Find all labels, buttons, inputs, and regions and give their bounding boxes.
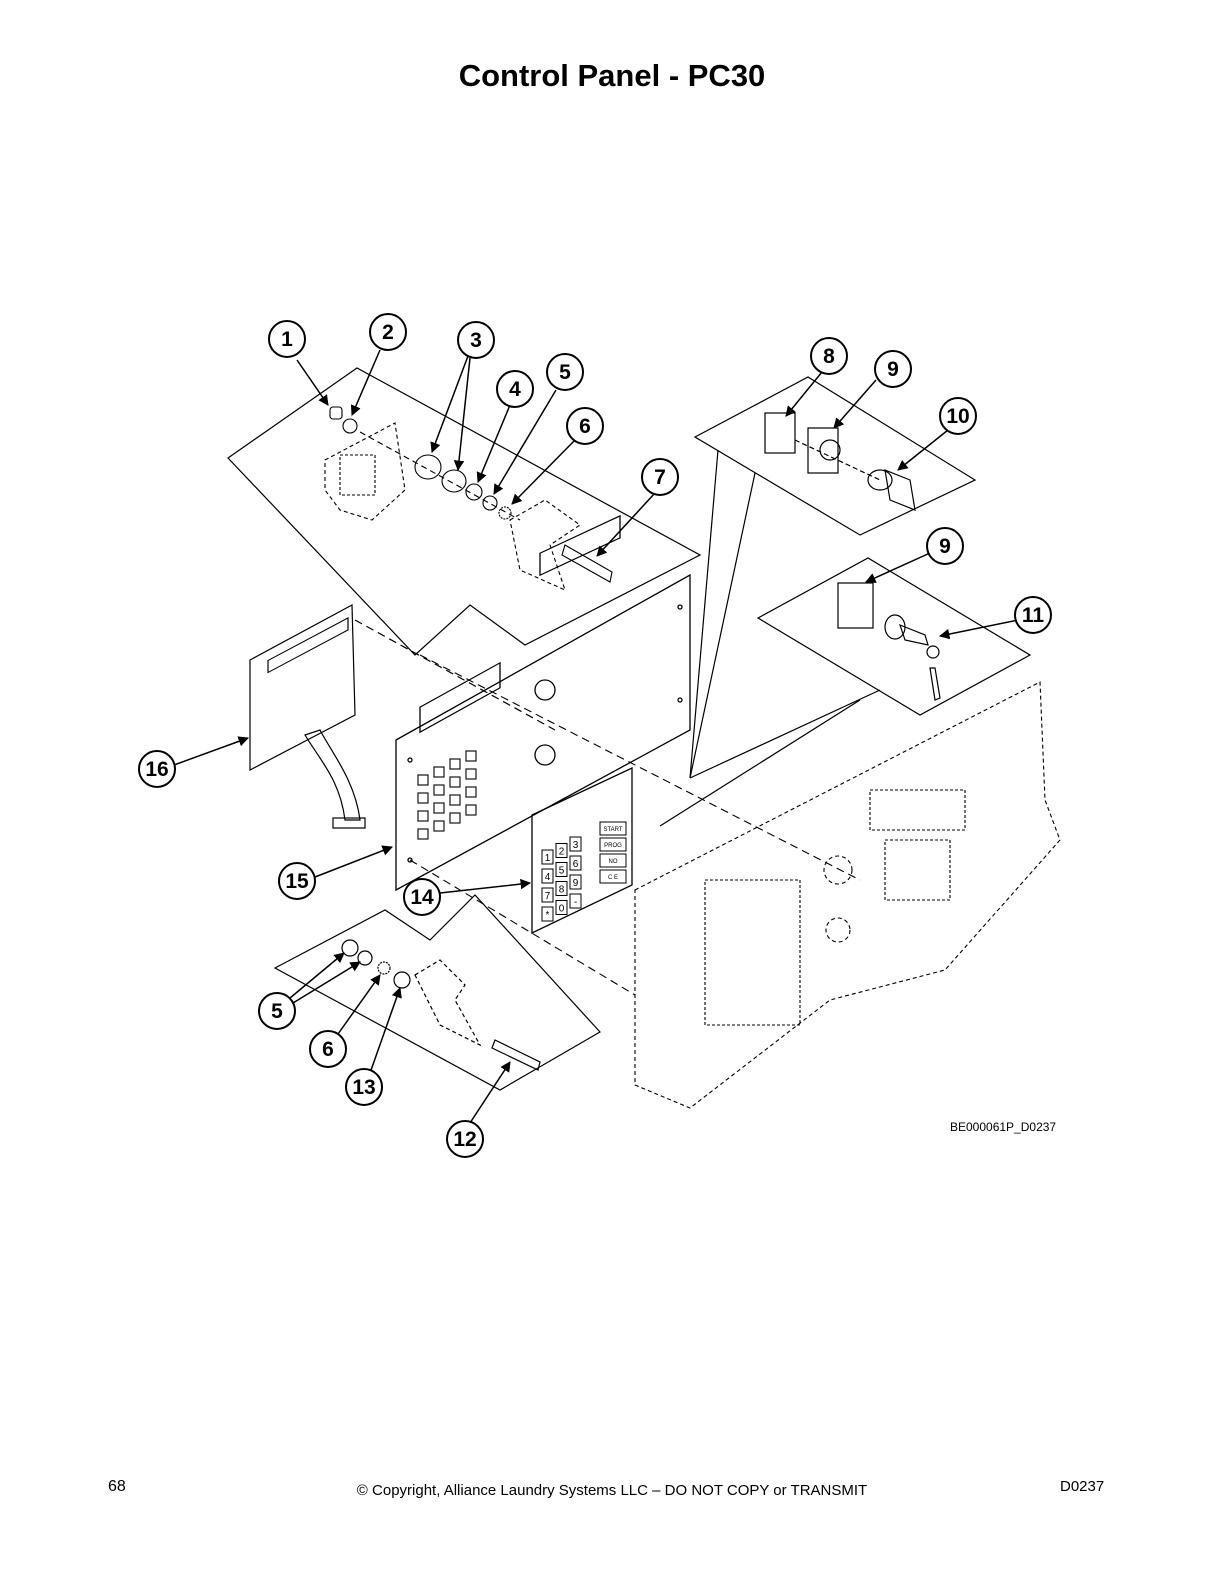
keypad-key-label: 4 [545,872,551,883]
keypad-key-label: 7 [545,891,551,902]
callout-number: 6 [322,1038,334,1061]
callout-number: 14 [410,886,434,909]
keypad-function-key [599,821,627,836]
keypad-key [569,874,582,890]
callout-circle [874,350,912,388]
callout-number: 15 [285,870,309,893]
keypad-function-key [599,869,627,884]
faceplate-button-holes [417,750,477,840]
callout-number: 7 [654,466,666,489]
cabinet-outline [409,654,1061,1109]
callout-number: 8 [823,345,835,368]
callout-circle [566,407,604,445]
callout-circle [446,1120,484,1158]
keypad-key [555,881,568,896]
callout-circle [268,320,306,358]
callout-circle [345,1068,383,1106]
callout-circle [546,353,584,391]
callout-circle [939,397,977,435]
footer-page-number: 68 [108,1478,126,1495]
page-title: Control Panel - PC30 [458,58,766,93]
lower-hardware-plane [273,894,601,1091]
keypad-key-label: 8 [559,885,565,896]
callout-circle [1014,596,1052,634]
callout-circle [810,337,848,375]
keypad-overlay [531,514,633,935]
callout-number: 11 [1022,604,1045,627]
keypad-key [541,906,554,922]
callout-circle [496,370,534,408]
keypad-key-label: - [574,897,577,908]
callout-number: 9 [939,535,951,558]
footer-doc-code: D0237 [1060,1478,1105,1495]
keypad-function-key-label: C E [608,875,618,881]
callout-number: 2 [382,321,394,344]
callout-number: 4 [509,378,521,401]
keypad-key-label: 1 [545,853,551,864]
upper-hardware-plane [227,367,702,656]
callout-circle [309,1030,347,1068]
keypad-function-key-label: START [603,827,622,833]
keypad-function-key [599,837,627,852]
keypad-key [569,893,582,909]
circuit-board [249,604,556,829]
keypad-key-label: 2 [559,847,565,858]
keypad-key [541,849,554,865]
faceplate-panel [395,573,691,892]
callout-circle [403,878,441,916]
keypad-key [541,868,554,884]
key-switch-plane [659,557,1032,827]
keypad-key [569,855,582,871]
footer-copyright: © Copyright, Alliance Laundry Systems LL… [356,1482,868,1499]
callout-circle [926,527,964,565]
callout-number: 16 [145,758,168,781]
keypad-function-key-label: PROG [604,843,622,849]
display-lens-part [324,406,613,592]
keypad-key-label: 9 [573,878,579,889]
keypad-key-label: * [546,910,550,921]
keypad-key [555,900,568,915]
keypad-key-label: 0 [559,904,565,915]
callout-number: 6 [579,415,591,438]
keypad-function-key-label: NO [609,859,618,865]
callout-number: 13 [352,1076,375,1099]
keypad-key-label: 3 [573,840,579,851]
keypad-key [569,836,582,852]
keypad-key [541,887,554,903]
selector-switch-plane [689,376,977,779]
callout-number: 12 [453,1128,476,1151]
keypad-key-label: 6 [573,859,579,870]
callout-circle [641,458,679,496]
callout-circle [369,313,407,351]
callout-circle [138,750,176,788]
keypad-key [555,843,568,858]
keypad-key [555,862,568,877]
callout-circle [258,992,296,1030]
callout-number: 9 [887,358,899,381]
keypad-key-label: 5 [559,866,565,877]
drawing-id: BE000061P_D0237 [950,1120,1057,1134]
callout-number: 5 [271,1000,283,1023]
keypad-keys: 123 456 789 * 0- START PROG NO C E [541,821,627,922]
keypad-function-key [599,853,627,868]
callout-number: 3 [470,329,482,352]
callout-circle [457,321,495,359]
callout-number: 10 [946,405,969,428]
callout-number: 1 [281,328,293,351]
leader-arrows [173,349,1019,1124]
callout-circle [278,862,316,900]
callout-number: 5 [559,361,571,384]
